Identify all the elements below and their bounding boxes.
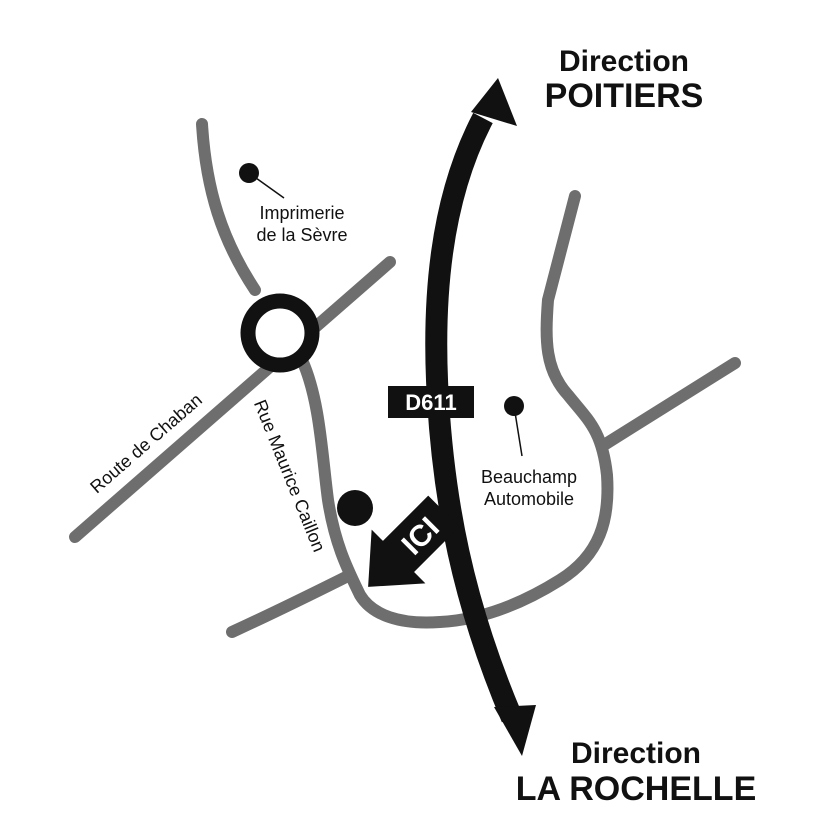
- direction-south-line1: Direction: [571, 737, 701, 770]
- direction-north-line2: POITIERS: [545, 77, 704, 115]
- road-north-to-roundabout: [196, 118, 261, 296]
- imprimerie-label-line2: de la Sèvre: [256, 225, 347, 245]
- road-southwest-branch: [226, 569, 356, 638]
- road-rue-maurice-caillon-loop: [296, 190, 614, 629]
- road-route-de-chaban: [69, 256, 396, 543]
- destination-marker-icon: [337, 490, 373, 526]
- arrow-south-icon: [494, 705, 536, 756]
- direction-south-line2: LA ROCHELLE: [516, 770, 757, 808]
- beauchamp-label-line1: Beauchamp: [481, 467, 577, 487]
- beauchamp-label-line2: Automobile: [484, 489, 574, 509]
- imprimerie-label-line1: Imprimerie: [259, 203, 344, 223]
- arrow-north-icon: [471, 78, 517, 126]
- road-east-branch: [598, 357, 741, 451]
- imprimerie-leader-line: [248, 172, 285, 199]
- d611-badge: [388, 386, 474, 418]
- roundabout: [240, 293, 320, 373]
- d611-label: D611: [405, 390, 456, 415]
- direction-north-line1: Direction: [559, 45, 689, 78]
- beauchamp-leader-line: [513, 405, 523, 457]
